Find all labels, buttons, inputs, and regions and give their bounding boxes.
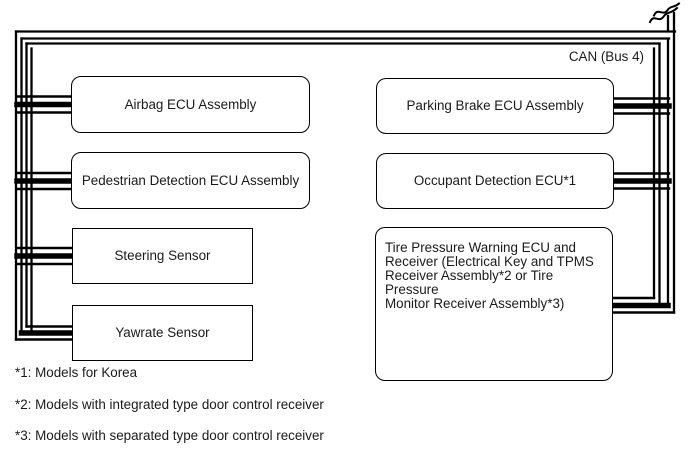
node-airbag-ecu: Airbag ECU Assembly: [71, 76, 310, 133]
node-label: Tire Pressure Warning ECU and Receiver (…: [385, 240, 594, 311]
node-parking-brake-ecu: Parking Brake ECU Assembly: [376, 78, 614, 134]
stub-tire-pressure-warning-ecu: [610, 296, 676, 314]
stub-airbag-ecu: [14, 95, 74, 114]
can-bus-left-rail: [14, 30, 33, 341]
node-label: Yawrate Sensor: [115, 325, 210, 340]
stub-parking-brake-ecu: [610, 97, 672, 115]
node-steering-sensor: Steering Sensor: [72, 228, 253, 284]
stub-yawrate-sensor: [14, 325, 75, 341]
node-label: Airbag ECU Assembly: [124, 96, 257, 112]
node-label: Occupant Detection ECU*1: [413, 173, 577, 188]
node-label: Pedestrian Detection ECU Assembly: [81, 172, 300, 188]
break-squiggle-icon: [648, 2, 681, 24]
can-bus-top-lines: [14, 30, 677, 45]
node-tire-pressure-warning-ecu: Tire Pressure Warning ECU and Receiver (…: [375, 227, 613, 381]
stub-occupant-detection-ecu: [610, 172, 672, 190]
footnote-1: *1: Models for Korea: [15, 365, 138, 380]
footnote-3: *3: Models with separated type door cont…: [15, 428, 324, 443]
can-bus-right-rail: [652, 11, 676, 314]
node-label: Steering Sensor: [114, 248, 211, 263]
node-yawrate-sensor: Yawrate Sensor: [72, 305, 253, 361]
node-pedestrian-detection-ecu: Pedestrian Detection ECU Assembly: [71, 152, 310, 209]
stub-pedestrian-detection-ecu: [14, 171, 74, 191]
node-occupant-detection-ecu: Occupant Detection ECU*1: [376, 153, 614, 209]
stub-steering-sensor: [14, 246, 75, 266]
can-bus-label: CAN (Bus 4): [568, 49, 644, 64]
node-label: Parking Brake ECU Assembly: [406, 98, 584, 113]
footnote-2: *2: Models with integrated type door con…: [15, 397, 324, 412]
